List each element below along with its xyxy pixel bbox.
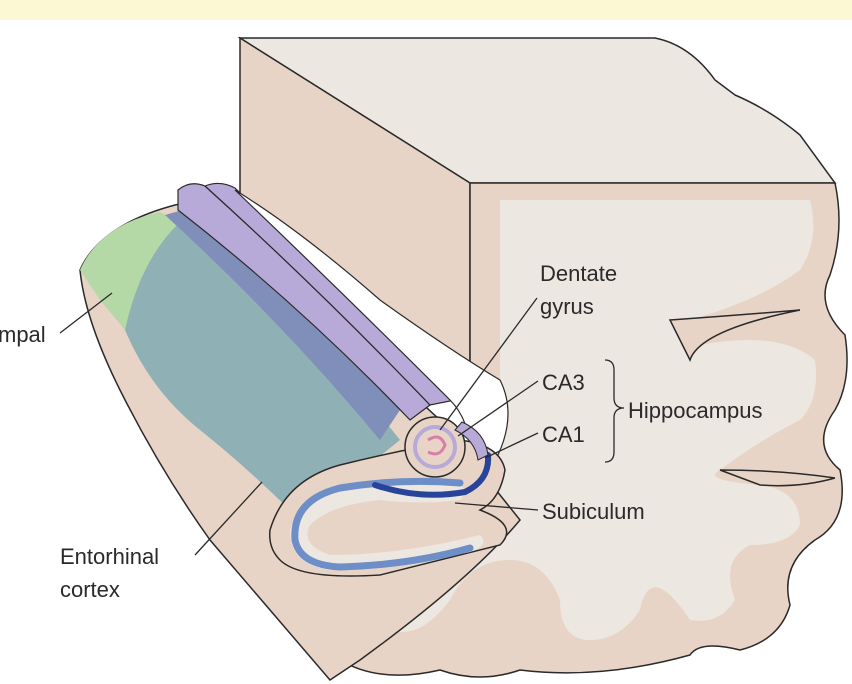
label-entorhinal-line2: cortex [60, 577, 120, 602]
label-subiculum: Subiculum [542, 499, 645, 524]
label-ca3: CA3 [542, 370, 585, 395]
label-ca1: CA1 [542, 422, 585, 447]
label-dentate-line2: gyrus [540, 294, 594, 319]
label-dentate-line1: Dentate [540, 261, 617, 286]
label-parahippocampal: mpal [0, 322, 46, 347]
label-hippocampus: Hippocampus [628, 398, 763, 423]
label-entorhinal-line1: Entorhinal [60, 544, 159, 569]
